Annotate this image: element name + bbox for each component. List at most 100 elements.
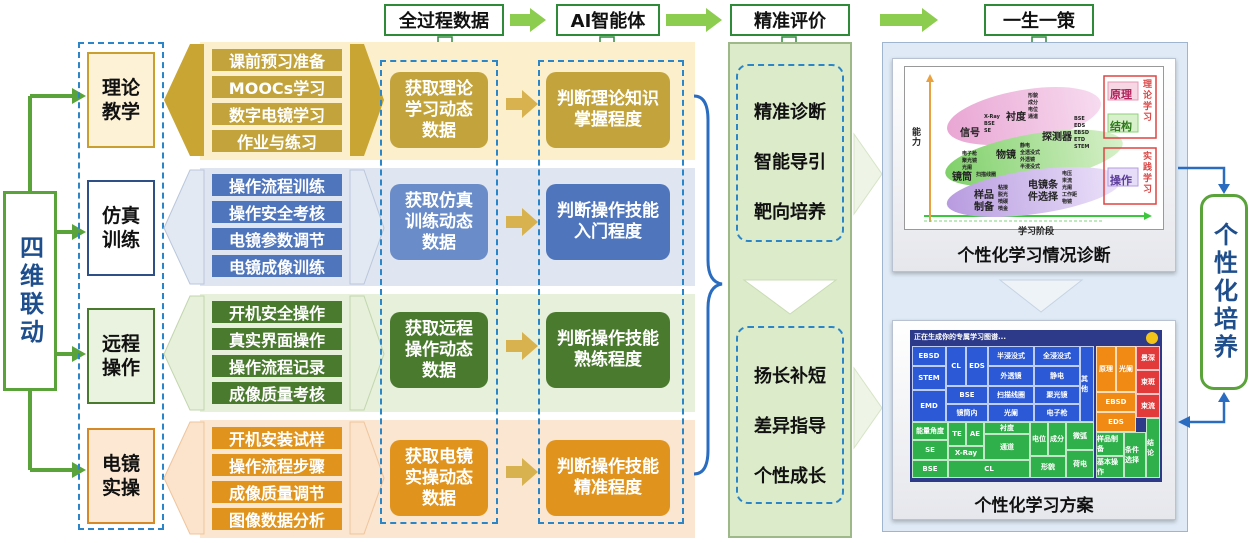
diagnosis-y-label: 能力	[912, 128, 922, 148]
cluster-note: 半浸没式	[1020, 164, 1041, 170]
diagnosis-chart	[924, 74, 1157, 222]
cluster-note: 喷金	[998, 206, 1009, 212]
cluster-note: 通道	[1028, 114, 1039, 120]
cluster-note: X-Ray	[984, 114, 1000, 120]
item-chip: 成像质量调节	[212, 481, 342, 503]
cluster-note: 成分	[1028, 100, 1039, 106]
cluster-label: 衬度	[1006, 112, 1026, 123]
plan-cell: 电子枪	[1034, 404, 1080, 422]
cluster-note: 光阑	[1062, 185, 1073, 191]
plan-cell: 其他	[1080, 346, 1094, 422]
right-title: 个性化培养	[1200, 194, 1248, 390]
item-chip: 成像质量考核	[212, 382, 342, 404]
eval-to-panel-arrows	[853, 132, 883, 450]
cluster-note: 束流	[1062, 178, 1073, 184]
plan-cell: STEM	[912, 366, 946, 390]
cluster-label: 探测器	[1042, 132, 1072, 143]
plan-cell: 景深	[1136, 346, 1160, 370]
cluster-label: 信号	[960, 128, 980, 139]
plan-cell: 衬度	[984, 422, 1030, 434]
cluster-note: 光阑	[962, 165, 973, 171]
label-one-student: 一生一策	[984, 4, 1094, 36]
item-chip: 电镜成像训练	[212, 255, 342, 277]
plan-cell: 光阑	[1116, 346, 1136, 392]
eval-item: 差异指导	[754, 416, 826, 437]
legend-operation: 操作	[1110, 174, 1132, 187]
plan-cell: 形貌	[1030, 456, 1066, 478]
plan-caption: 个性化学习方案	[974, 495, 1094, 516]
cluster-note: 聚光镜	[962, 158, 978, 164]
eval-group-top	[736, 64, 844, 242]
right-connectors	[1178, 166, 1230, 428]
cluster-label: 镜筒	[952, 172, 972, 183]
cluster-note: 静电	[1020, 143, 1031, 149]
diagnosis-x-label: 学习阶段	[1018, 227, 1055, 237]
data-box-simulation: 获取仿真训练动态数据	[390, 184, 488, 260]
plan-cell: 镜筒内	[946, 404, 988, 422]
plan-badge-icon	[1146, 332, 1158, 344]
plan-cell: 半浸没式	[988, 346, 1034, 366]
left-title: 四维联动	[3, 191, 57, 391]
eval-down-arrow	[742, 279, 838, 315]
plan-cell: 束流	[1136, 394, 1160, 418]
cluster-note: STEM	[1074, 144, 1090, 150]
item-chip: 作业与练习	[212, 130, 342, 152]
eval-item: 个性成长	[754, 466, 826, 487]
plan-figure: 正在生成你的专属学习图谱... EBSD CL EDS 半浸没式 全浸没式 ST…	[910, 330, 1162, 482]
cluster-note: 脱光	[998, 192, 1009, 198]
category-theory: 理论教学	[87, 52, 155, 148]
item-chip: 数字电镜学习	[212, 103, 342, 125]
cluster-note: 全透没式	[1020, 150, 1041, 156]
plan-cell: 荷电	[1066, 450, 1094, 478]
cluster-note: 物镜	[1062, 199, 1073, 205]
plan-cell: EBSD	[1096, 392, 1136, 412]
cluster-note: ETD	[1074, 137, 1085, 143]
item-chip: 开机安全操作	[212, 301, 342, 323]
judge-box-remote: 判断操作技能熟练程度	[546, 312, 670, 388]
item-chip: 图像数据分析	[212, 508, 342, 530]
item-chip: 电镜参数调节	[212, 228, 342, 250]
legend-principle: 原理	[1110, 88, 1132, 101]
item-chip: 开机安装试样	[212, 427, 342, 449]
cluster-note: 喷碳	[998, 199, 1009, 205]
judge-box-theory: 判断理论知识掌握程度	[546, 72, 670, 148]
item-chip: 课前预习准备	[212, 49, 342, 71]
plan-cell: TE	[948, 422, 966, 446]
plan-cell: 样品制备	[1096, 432, 1124, 456]
plan-cell: 结论	[1146, 418, 1160, 478]
legend-structure: 结构	[1110, 120, 1132, 133]
data-box-remote: 获取远程操作动态数据	[390, 312, 488, 388]
cluster-note: EDS	[1074, 123, 1086, 129]
item-chip: 操作流程记录	[212, 355, 342, 377]
cluster-note: 外透镜	[1020, 157, 1036, 163]
category-column	[78, 42, 164, 530]
eval-item: 精准诊断	[754, 102, 826, 123]
plan-cell: 光阑	[988, 404, 1034, 422]
judge-box-handson: 判断操作技能精准程度	[546, 440, 670, 516]
item-chip: 操作流程训练	[212, 174, 342, 196]
cluster-note: SE	[984, 128, 992, 134]
plan-cell: 静电	[1034, 366, 1080, 386]
plan-cell: 成分	[1048, 422, 1066, 456]
cluster-note: 电压	[1062, 171, 1073, 177]
plan-cell: X-Ray	[948, 446, 984, 460]
plan-cell: EMD	[912, 390, 946, 422]
plan-cell: AE	[966, 422, 984, 446]
eval-item: 扬长补短	[754, 366, 826, 387]
plan-cell: 条件选择	[1124, 432, 1146, 478]
category-remote: 远程操作	[87, 308, 155, 404]
data-column	[380, 60, 498, 524]
label-precise-eval: 精准评价	[730, 4, 850, 36]
diagnosis-caption: 个性化学习情况诊断	[957, 245, 1111, 266]
item-chip: MOOCs学习	[212, 76, 342, 98]
cluster-note: 电子枪	[962, 151, 978, 157]
plan-cell: 通道	[984, 434, 1030, 460]
cluster-note: 工作距	[1062, 192, 1078, 198]
plan-cell: EDS	[1096, 412, 1136, 432]
cluster-note: 粘接	[998, 185, 1009, 191]
category-simulation: 仿真训练	[87, 180, 155, 276]
plan-cell: 扫描线圈	[988, 386, 1034, 404]
plan-cell: 束斑	[1136, 370, 1160, 394]
cluster-note: BSE	[984, 121, 995, 127]
plan-cell: 全浸没式	[1034, 346, 1080, 366]
